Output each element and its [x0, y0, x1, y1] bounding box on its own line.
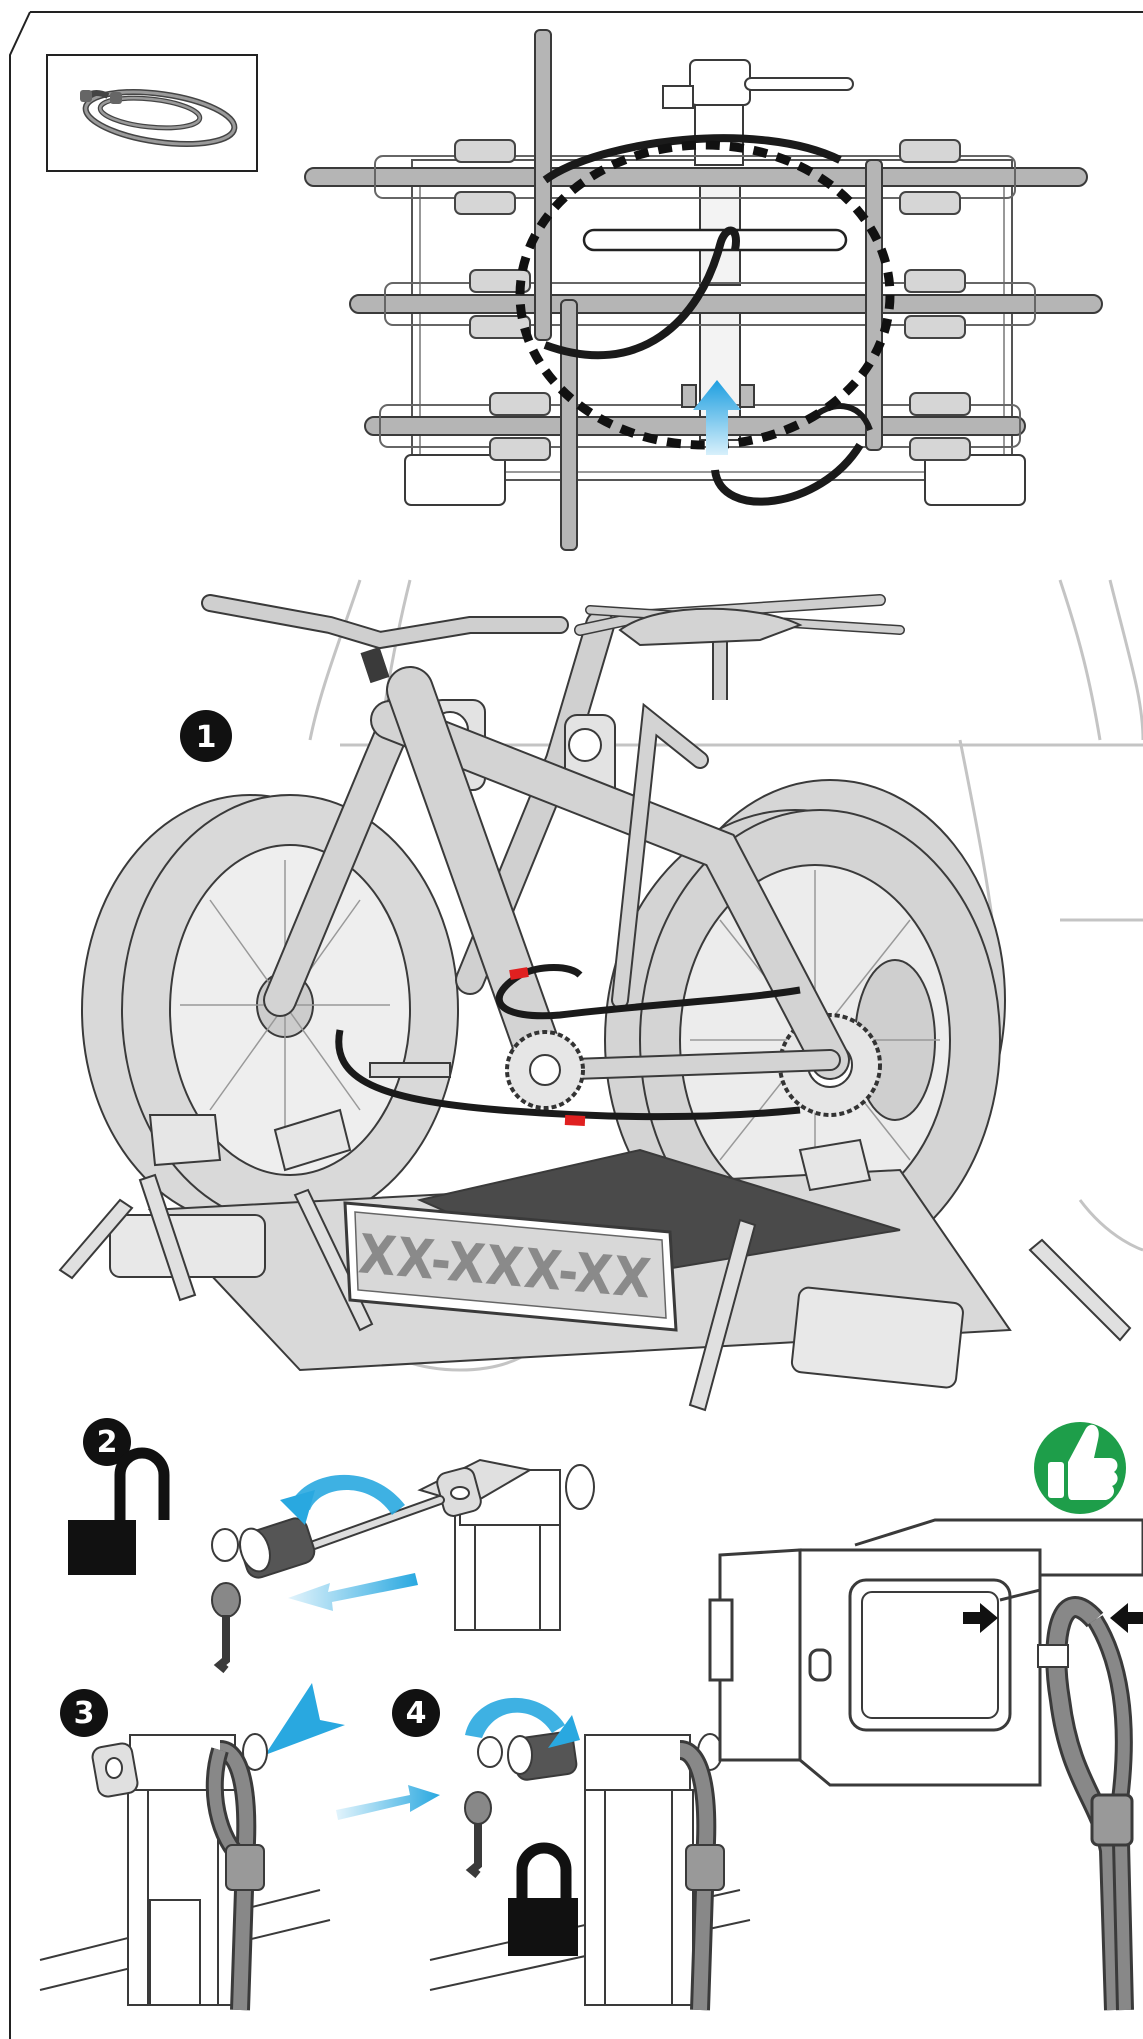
cable-route-highlight	[515, 140, 895, 450]
wheel-straps	[148, 1108, 872, 1192]
locked-padlock-icon	[508, 1842, 578, 1956]
step-3-badge: 3	[60, 1689, 108, 1737]
lock-step-2	[211, 1458, 595, 1674]
page-frame	[9, 11, 1143, 2039]
rotate-arrow-step-4	[465, 1697, 580, 1748]
insert-arrow-step-3	[265, 1683, 345, 1755]
step-2-number: 2	[97, 1425, 118, 1460]
pull-arrow-step-2	[288, 1573, 418, 1611]
step-1-number: 1	[196, 720, 217, 755]
correct-cable-detail	[708, 1518, 1143, 2011]
license-plate: XX-XXX-XX	[343, 1201, 678, 1332]
lock-step-4	[429, 1731, 751, 2011]
bike-1	[201, 594, 1001, 1271]
step-3-number: 3	[74, 1696, 95, 1731]
push-arrow-step-4	[336, 1785, 440, 1820]
step-4-number: 4	[406, 1696, 427, 1731]
rotate-arrow-step-2	[280, 1474, 405, 1525]
lock-step-3	[39, 1733, 331, 2011]
step-1-badge: 1	[180, 710, 232, 762]
cable-lock-icon	[46, 54, 258, 172]
blue-arrow-icon	[693, 380, 741, 455]
step-4-badge: 4	[392, 1689, 440, 1737]
step-2-badge: 2	[83, 1418, 131, 1466]
unlocked-padlock-icon	[68, 1447, 170, 1575]
alignment-arrows	[963, 1603, 1143, 1633]
cable-through-bikes	[335, 964, 801, 1126]
thumbs-up-icon	[1034, 1422, 1126, 1514]
